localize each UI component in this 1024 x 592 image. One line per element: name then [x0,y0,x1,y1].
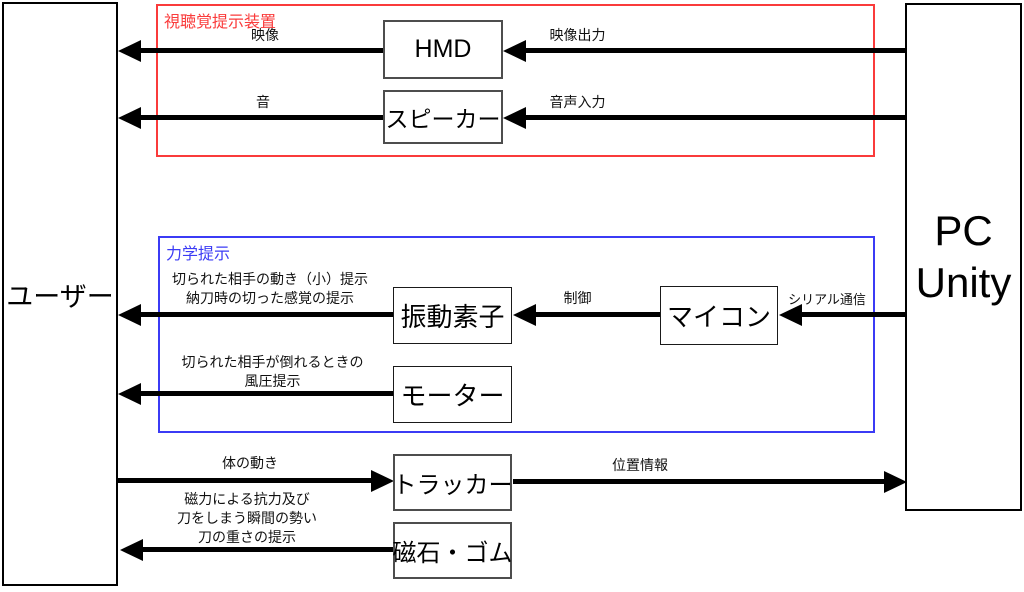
label-magnet-line2: 刀をしまう瞬間の勢い [177,510,317,526]
arrow-head-left-icon [118,383,141,405]
label-position-info: 位置情報 [612,457,668,473]
arrow-line [136,547,394,552]
arrow-head-left-icon [513,304,536,326]
audiovisual-group-label: 視聴覚提示装置 [164,14,277,31]
mechanical-group-box: 力学提示 [158,236,875,433]
arrow-magnet-to-user [120,539,394,561]
node-speaker: スピーカー [383,90,503,144]
arrow-video-output [503,40,907,62]
mechanical-group-label: 力学提示 [166,246,231,263]
arrow-head-left-icon [118,107,141,129]
node-magnet-rubber-label: 磁石・ゴム [392,540,513,567]
arrow-head-left-icon [503,40,526,62]
node-motor-label: モーター [400,381,505,411]
arrow-video [118,40,384,62]
label-video-output: 映像出力 [549,27,606,43]
node-user-label: ユーザー [6,281,114,312]
node-microcontroller: マイコン [660,286,778,345]
label-sound: 音 [256,94,270,110]
label-cut-motion-line2: 納刀時の切った感覚の提示 [186,290,354,306]
arrow-line [795,312,907,317]
node-pc-label-line2: Unity [915,259,1012,306]
node-motor: モーター [393,366,512,423]
arrow-vibration-to-user [118,304,394,326]
arrow-serial [779,304,907,326]
label-body-motion: 体の動き [222,455,278,471]
node-user: ユーザー [2,2,118,586]
label-wind-line2: 風圧提示 [244,373,301,389]
arrow-body-motion [118,470,394,492]
arrow-line [134,48,384,53]
arrow-line [519,115,907,120]
arrow-line [134,115,384,120]
node-hmd: HMD [383,20,503,79]
label-video: 映像 [251,27,279,43]
node-vibration-label: 振動素子 [400,302,505,332]
arrow-head-right-icon [884,471,907,493]
arrow-line [519,48,907,53]
arrow-head-left-icon [118,304,141,326]
label-wind-line1: 切られた相手が倒れるときの [181,354,364,370]
node-speaker-label: スピーカー [385,106,501,132]
label-magnet-line3: 刀の重さの提示 [198,529,296,545]
node-tracker-label: トラッカー [392,472,513,499]
node-magnet-rubber: 磁石・ゴム [392,522,513,579]
arrow-line [118,478,378,483]
node-tracker: トラッカー [392,454,513,511]
arrow-line [134,312,394,317]
arrow-head-left-icon [503,107,526,129]
label-control: 制御 [563,290,592,306]
arrow-head-left-icon [779,304,802,326]
label-audio-input: 音声入力 [549,94,606,110]
node-pc-unity: PC Unity [905,3,1022,511]
label-serial: シリアル通信 [788,292,866,307]
audiovisual-group-box: 視聴覚提示装置 [156,4,875,157]
arrow-position-info [513,471,907,493]
arrow-head-right-icon [371,470,394,492]
arrow-control [513,304,661,326]
node-vibration: 振動素子 [393,287,512,344]
label-cut-motion-line1: 切られた相手の動き（小）提示 [172,271,368,287]
arrow-line [134,391,394,396]
arrow-head-left-icon [118,40,141,62]
label-magnet-line1: 磁力による抗力及び [184,491,310,507]
arrow-line [529,312,661,317]
arrow-audio-input [503,107,907,129]
node-microcontroller-label: マイコン [666,302,771,332]
arrow-sound [118,107,384,129]
arrow-line [513,479,891,484]
arrow-motor-to-user [118,383,394,405]
arrow-head-left-icon [120,539,143,561]
node-pc-label-line1: PC [934,206,993,254]
node-hmd-label: HMD [414,35,472,63]
